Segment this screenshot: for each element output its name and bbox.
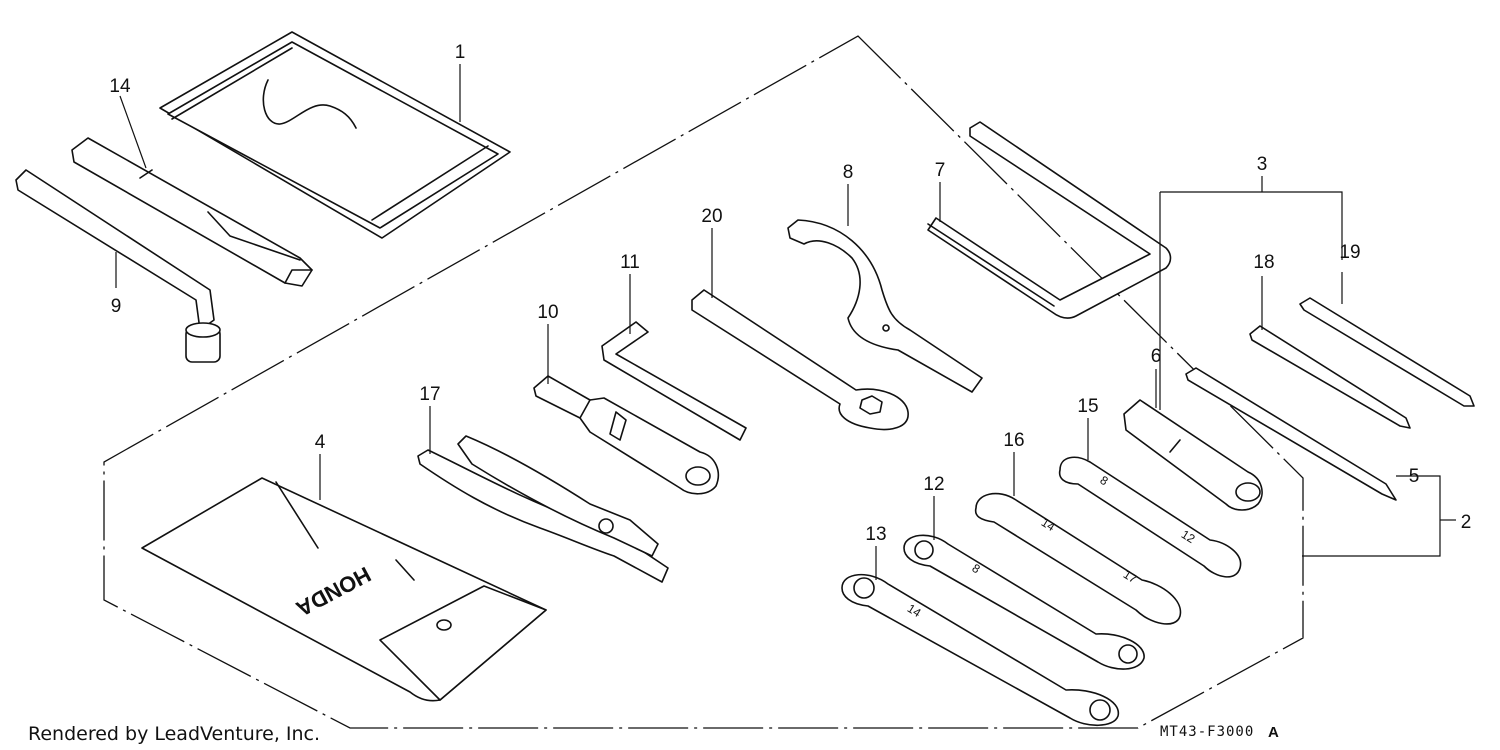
kit-boundary-outline — [103, 35, 1304, 729]
part-17-pliers — [417, 435, 669, 583]
callout-1: 1 — [455, 42, 466, 63]
callout-11: 11 — [620, 252, 640, 273]
callout-2: 2 — [1461, 512, 1472, 533]
part-19-screwdriver — [1299, 297, 1475, 407]
callout-7: 7 — [935, 160, 946, 181]
part-15-open-end-wrench — [1058, 456, 1242, 578]
part-10-spark-plug-wrench — [533, 375, 720, 495]
diagram-reference-code: MT43-F3000 — [1160, 724, 1254, 740]
part-13-combination-wrench — [841, 573, 1119, 727]
callout-5: 5 — [1409, 466, 1420, 487]
callout-4: 4 — [315, 432, 326, 453]
callout-12: 12 — [923, 474, 944, 495]
callout-9: 9 — [111, 296, 122, 317]
callout-16: 16 — [1003, 430, 1024, 451]
callout-14: 14 — [109, 76, 131, 97]
callout-15: 15 — [1077, 396, 1098, 417]
part-9-socket-wrench — [15, 169, 221, 363]
part-8-pin-spanner — [787, 219, 983, 393]
callout-numbers: 1 2 3 4 5 6 7 8 9 10 11 12 13 14 15 16 1… — [109, 42, 1471, 545]
part-16-open-end-wrench — [974, 492, 1182, 625]
callout-8: 8 — [843, 162, 854, 183]
part-12-combination-wrench — [903, 534, 1145, 670]
part-4-tool-bag — [141, 477, 547, 702]
callout-17: 17 — [419, 384, 440, 405]
part-18-screwdriver — [1249, 325, 1411, 429]
callout-19: 19 — [1339, 242, 1360, 263]
part-7-hex-key — [927, 121, 1172, 319]
part-14-handle-bar — [71, 137, 313, 287]
callout-10: 10 — [537, 302, 558, 323]
diagram-reference-suffix: A — [1268, 724, 1279, 741]
part-6-screwdriver-handle — [1123, 399, 1263, 511]
callout-6: 6 — [1151, 346, 1162, 367]
part-11-hex-wrench — [601, 321, 747, 441]
part-20-box-wrench — [691, 289, 909, 431]
footer-credit: Rendered by LeadVenture, Inc. — [28, 723, 320, 745]
part-5-screwdriver — [1185, 367, 1397, 501]
leader-lines — [115, 64, 1456, 580]
callout-13: 13 — [865, 524, 886, 545]
part-1-manual-pouch — [159, 31, 511, 239]
callout-20: 20 — [701, 206, 722, 227]
callout-18: 18 — [1253, 252, 1274, 273]
callout-3: 3 — [1257, 154, 1268, 175]
